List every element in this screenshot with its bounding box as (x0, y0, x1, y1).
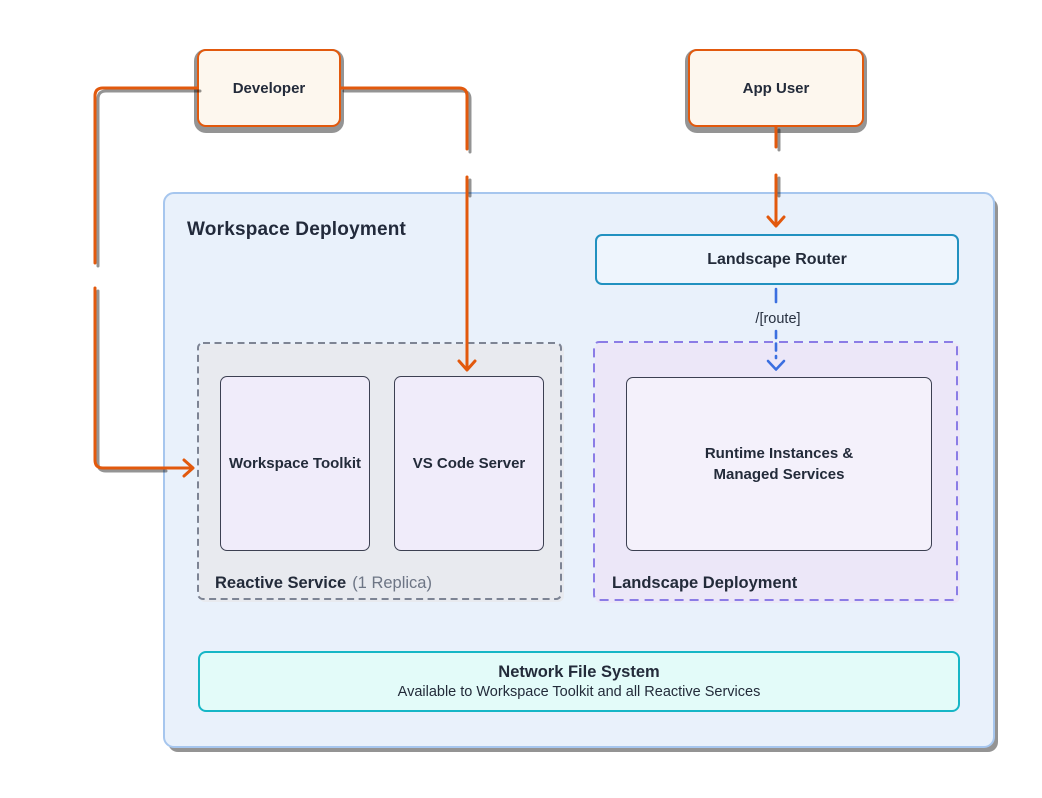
developer-to-vscode-arrow-outer (339, 86, 469, 195)
network-file-system-node: Network File System Available to Workspa… (198, 651, 960, 712)
vs-code-server-node: VS Code Server (394, 376, 544, 551)
workspace-deployment-title: Workspace Deployment (187, 219, 407, 240)
workspace-toolkit-node: Workspace Toolkit (220, 376, 370, 551)
nfs-subtitle: Available to Workspace Toolkit and all R… (397, 684, 761, 700)
landscape-router-label: Landscape Router (707, 250, 847, 268)
landscape-deployment-group: Runtime Instances & Managed Services Lan… (595, 343, 960, 603)
vs-code-server-label: VS Code Server (412, 455, 526, 472)
runtime-instances-node: Runtime Instances & Managed Services (626, 377, 932, 551)
developer-node: Developer (197, 49, 341, 127)
landscape-deployment-group-label: Landscape Deployment (612, 574, 798, 592)
reactive-service-group-label: Reactive Service(1 Replica) (215, 574, 432, 592)
app-user-label: App User (742, 79, 810, 97)
landscape-router-node: Landscape Router (595, 234, 959, 285)
workspace-deployment-panel: Workspace Deployment Landscape Router /[… (163, 192, 995, 748)
reactive-service-group: Workspace Toolkit VS Code Server Reactiv… (199, 344, 564, 602)
route-edge-label: /[route] (755, 311, 801, 327)
replica-count-label: (1 Replica) (352, 574, 432, 592)
workspace-toolkit-label: Workspace Toolkit (229, 455, 361, 472)
app-user-node: App User (688, 49, 864, 127)
nfs-title: Network File System (498, 663, 660, 681)
developer-label: Developer (232, 79, 306, 97)
